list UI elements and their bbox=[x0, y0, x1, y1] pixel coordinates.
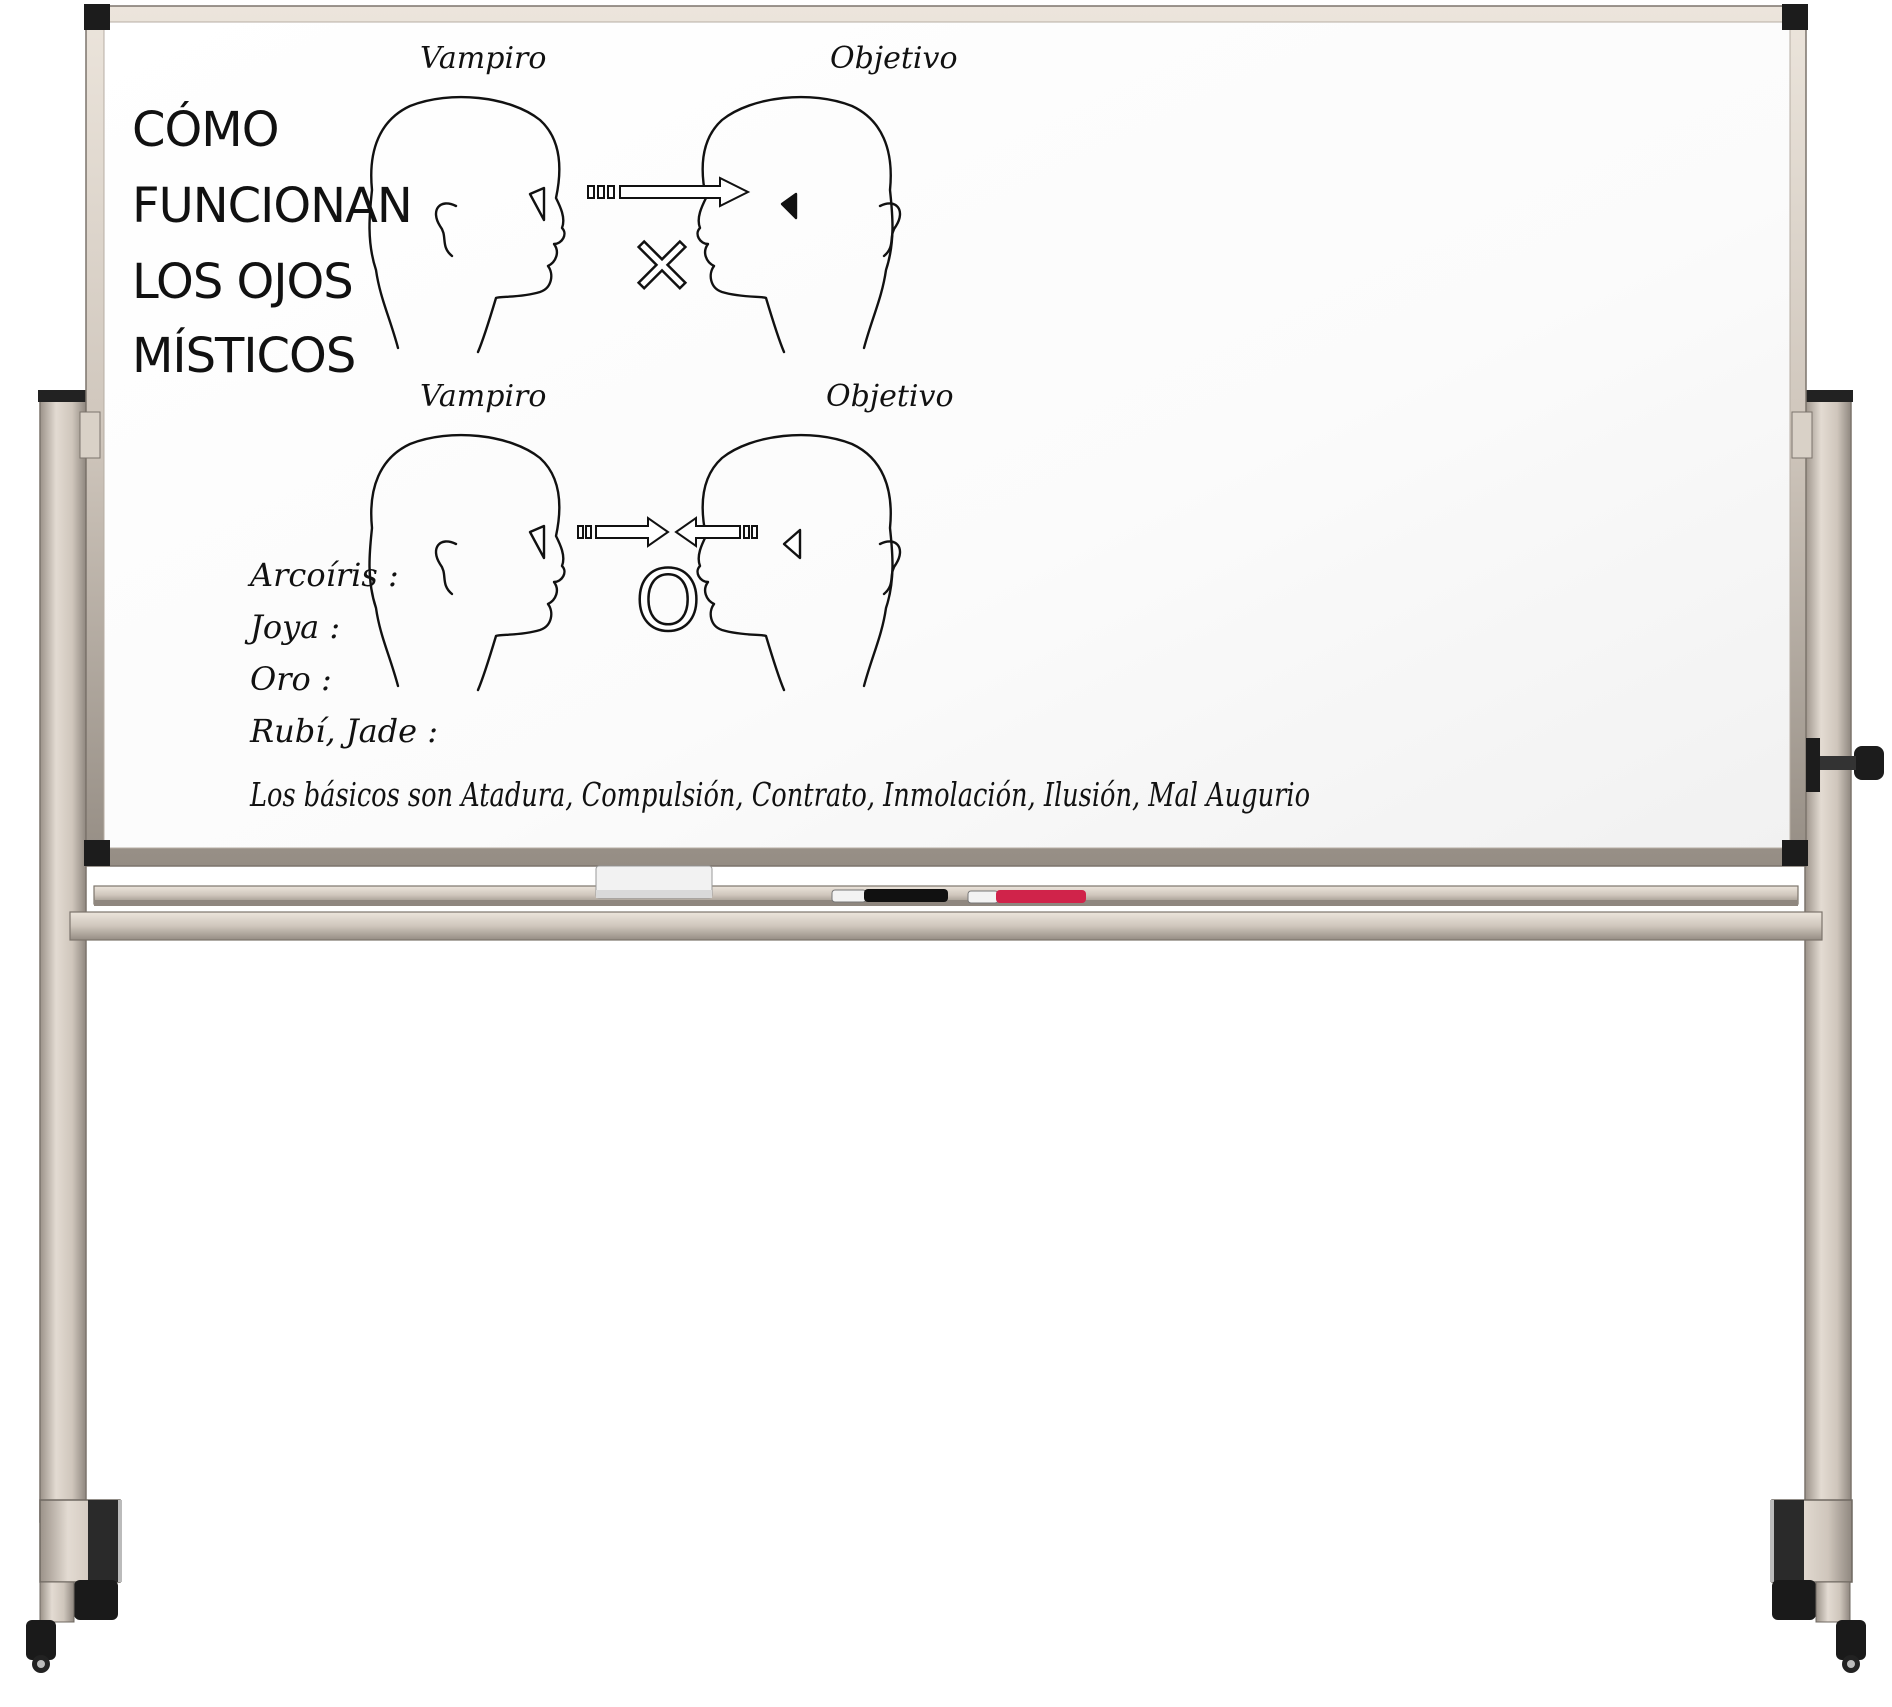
gaze-arrow-top bbox=[587, 176, 751, 208]
stand bbox=[26, 390, 1866, 1673]
board-surface bbox=[103, 21, 1791, 849]
corner-cap bbox=[84, 840, 110, 866]
bottom-right-label: Objetivo bbox=[826, 379, 954, 414]
eye-type-label: Arcoíris : bbox=[247, 556, 399, 594]
whiteboard bbox=[79, 4, 1884, 906]
left-caster bbox=[74, 1580, 118, 1620]
circle-symbol: O bbox=[635, 552, 701, 650]
vampire-head-bottom bbox=[368, 433, 566, 692]
left-post bbox=[39, 391, 87, 1523]
tilt-knob-bracket bbox=[1806, 738, 1820, 792]
right-post bbox=[1804, 391, 1852, 1523]
corner-cap bbox=[84, 4, 110, 30]
title-line: FUNCIONAN bbox=[132, 178, 412, 234]
tilt-knob[interactable] bbox=[1854, 746, 1884, 780]
basics-text: Los básicos son Atadura, Compulsión, Con… bbox=[249, 775, 1310, 814]
eye-type-label: Oro : bbox=[250, 660, 332, 698]
cross-symbol: ✕ bbox=[628, 220, 695, 313]
bottom-left-label: Vampiro bbox=[420, 379, 546, 414]
red-marker[interactable] bbox=[967, 890, 1086, 904]
title-line: MÍSTICOS bbox=[132, 327, 355, 384]
title-line: LOS OJOS bbox=[132, 254, 353, 310]
gaze-arrow-bottom-left bbox=[674, 516, 758, 548]
gaze-arrow-bottom-right bbox=[577, 516, 670, 548]
vampire-head-top bbox=[368, 95, 566, 354]
left-foot bbox=[26, 1499, 122, 1673]
eye-type-list: Arcoíris : Joya : Oro : Rubí, Jade : bbox=[244, 556, 438, 750]
board-content: CÓMO FUNCIONAN LOS OJOS MÍSTICOS Vampiro… bbox=[132, 41, 1310, 814]
eye-type-label: Rubí, Jade : bbox=[249, 712, 438, 750]
title-line: CÓMO bbox=[132, 101, 279, 158]
top-right-label: Objetivo bbox=[830, 41, 958, 76]
black-marker[interactable] bbox=[831, 889, 948, 903]
top-left-label: Vampiro bbox=[420, 41, 546, 76]
corner-cap bbox=[1782, 4, 1808, 30]
eye-type-label: Joya : bbox=[244, 608, 340, 646]
right-caster bbox=[1772, 1580, 1816, 1620]
corner-cap bbox=[1782, 840, 1808, 866]
board-title: CÓMO FUNCIONAN LOS OJOS MÍSTICOS bbox=[132, 101, 413, 384]
cross-bar bbox=[69, 911, 1823, 941]
right-foot bbox=[1770, 1499, 1866, 1673]
